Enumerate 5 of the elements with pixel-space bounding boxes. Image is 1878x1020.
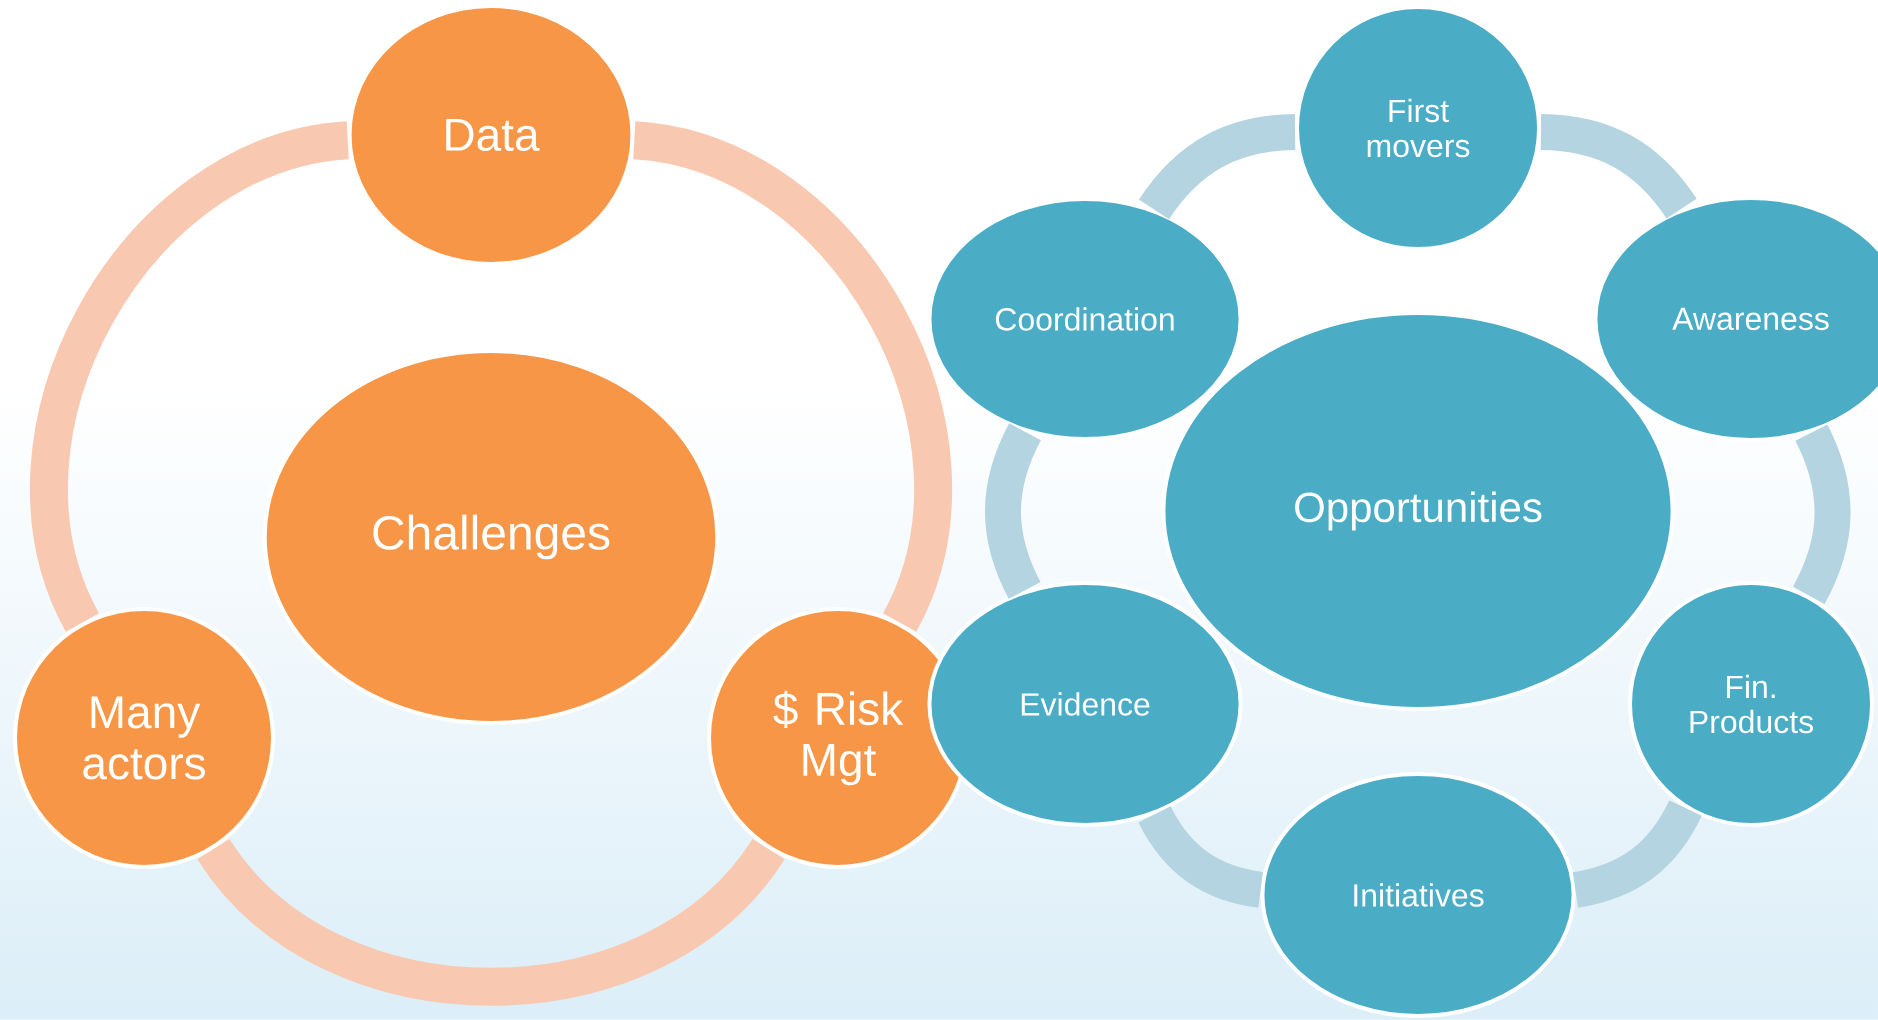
ring-segment [30, 121, 351, 630]
ring-segment [1138, 805, 1264, 908]
ring-segment [1572, 799, 1702, 908]
ring-segment [198, 837, 784, 1006]
ring-segment [631, 121, 952, 630]
